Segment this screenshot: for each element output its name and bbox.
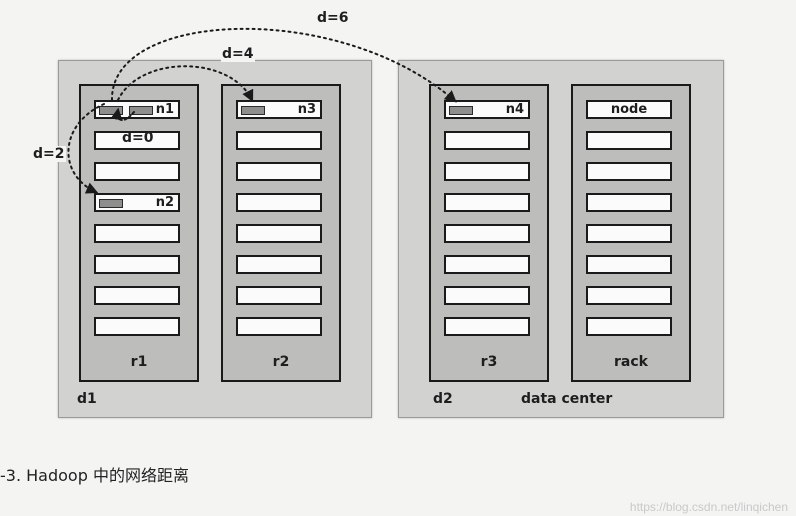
node-slot <box>236 131 322 150</box>
node-slot <box>444 162 530 181</box>
rack-legend: rack node <box>571 84 691 382</box>
rack-label-r3: r3 <box>480 354 498 370</box>
node-slot <box>586 193 672 212</box>
node-label: n1 <box>155 102 174 117</box>
watermark: https://blog.csdn.net/linqichen <box>629 500 788 514</box>
node-slot <box>236 224 322 243</box>
node-label: n4 <box>505 102 524 117</box>
data-block <box>241 106 265 115</box>
data-block <box>129 106 153 115</box>
node-slot <box>94 224 180 243</box>
node-slot <box>586 317 672 336</box>
node-slot <box>236 193 322 212</box>
node-slot <box>586 131 672 150</box>
distance-label-d4: d=4 <box>221 46 255 62</box>
node-slot <box>444 255 530 274</box>
node-slot <box>94 317 180 336</box>
node-slot <box>94 255 180 274</box>
node-slot <box>236 255 322 274</box>
node-slot <box>586 286 672 305</box>
figure-caption: -3. Hadoop 中的网络距离 <box>0 466 189 485</box>
arc-d6 <box>110 27 457 103</box>
node-slot <box>236 162 322 181</box>
node-slot <box>444 286 530 305</box>
node-n3: n3 <box>236 100 322 119</box>
distance-label-d6: d=6 <box>316 10 350 26</box>
node-slot <box>94 286 180 305</box>
node-label: n3 <box>297 102 316 117</box>
datacenter-caption: data center <box>521 391 613 407</box>
node-slot <box>586 224 672 243</box>
node-slot <box>444 131 530 150</box>
data-block <box>449 106 473 115</box>
rack-label-legend: rack <box>614 354 648 370</box>
rack-label-r1: r1 <box>130 354 148 370</box>
rack-r2: r2 n3 <box>221 84 341 382</box>
data-block <box>99 199 123 208</box>
rack-r3: r3 n4 <box>429 84 549 382</box>
node-slot <box>236 286 322 305</box>
rack-label-r2: r2 <box>272 354 290 370</box>
node-slot <box>444 193 530 212</box>
node-node: node <box>586 100 672 119</box>
node-slot <box>444 317 530 336</box>
datacenter-label-d1: d1 <box>77 391 97 407</box>
node-slot <box>586 255 672 274</box>
node-label: node <box>610 102 648 117</box>
node-slot <box>586 162 672 181</box>
node-slot <box>94 131 180 150</box>
arc-d2 <box>67 103 105 194</box>
node-slot <box>444 224 530 243</box>
distance-label-d2: d=2 <box>32 146 66 162</box>
node-slot <box>236 317 322 336</box>
distance-label-d0: d=0 <box>122 130 154 146</box>
arc-d4 <box>117 65 254 103</box>
node-n4: n4 <box>444 100 530 119</box>
datacenter-label-d2: d2 <box>433 391 453 407</box>
node-label: n2 <box>155 195 174 210</box>
node-n2: n2 <box>94 193 180 212</box>
node-slot <box>94 162 180 181</box>
arc-d0 <box>110 107 135 121</box>
